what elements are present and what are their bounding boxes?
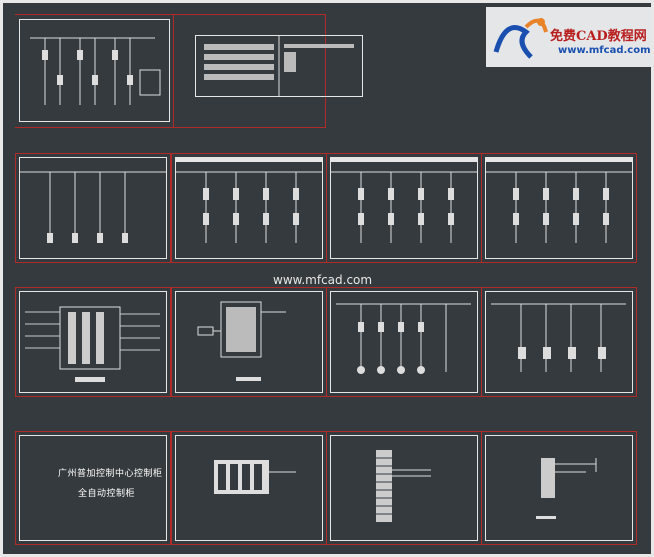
sheet-frame: 广州普加控制中心控制柜 全自动控制柜 xyxy=(19,435,167,541)
sheet-frame xyxy=(485,291,633,393)
sheet-frame xyxy=(485,435,633,541)
site-watermark: 免费CAD教程网 www.mfcad.com xyxy=(486,7,651,67)
brand-logo-icon xyxy=(493,18,548,59)
drawing-sheet-7[interactable] xyxy=(15,287,171,397)
terminal-table xyxy=(204,36,354,96)
drawing-sheet-9[interactable] xyxy=(326,287,482,397)
wiring-diagram xyxy=(197,301,286,381)
center-watermark: www.mfcad.com xyxy=(273,273,373,287)
sheet-title-bar xyxy=(176,158,322,162)
schematic-lines xyxy=(30,37,161,105)
terminal-block-diagram xyxy=(536,458,597,519)
sheet-frame xyxy=(485,157,633,259)
schematic-lines xyxy=(20,171,166,243)
drawing-sheet-5[interactable] xyxy=(326,153,482,263)
drawing-sheet-4[interactable] xyxy=(171,153,327,263)
sheet-frame xyxy=(19,157,167,259)
sheet-frame xyxy=(175,157,323,259)
drawing-sheet-1[interactable] xyxy=(15,14,326,128)
drawing-sheet-12[interactable] xyxy=(171,431,327,545)
drawing-sheet-2[interactable] xyxy=(195,35,363,97)
control-circuit xyxy=(491,303,626,372)
title-line-2: 全自动控制柜 xyxy=(78,489,136,499)
sheet-frame xyxy=(330,157,478,259)
sheet-frame xyxy=(330,291,478,393)
schematic-lines xyxy=(331,171,477,243)
schematic-lines xyxy=(176,171,322,243)
plc-io-diagram xyxy=(25,306,160,382)
drawing-sheet-11[interactable]: 广州普加控制中心控制柜 全自动控制柜 xyxy=(15,431,171,545)
sheet-frame xyxy=(330,435,478,541)
sheet-divider xyxy=(173,15,174,127)
drawing-sheet-6[interactable] xyxy=(481,153,637,263)
sheet-title-bar xyxy=(331,158,477,162)
drawing-sheet-13[interactable] xyxy=(326,431,482,545)
sheet-frame xyxy=(19,19,170,122)
drawing-sheet-10[interactable] xyxy=(481,287,637,397)
plc-module-diagram xyxy=(214,460,296,494)
sheet-frame xyxy=(19,291,167,393)
schematic-lines xyxy=(486,171,632,243)
title-line-1: 广州普加控制中心控制柜 xyxy=(58,469,163,479)
drawing-sheet-8[interactable] xyxy=(171,287,327,397)
control-circuit xyxy=(336,303,471,374)
drawing-sheet-3[interactable] xyxy=(15,153,171,263)
watermark-url: www.mfcad.com xyxy=(558,45,651,56)
drawing-sheet-14[interactable] xyxy=(481,431,637,545)
sheet-title-bar xyxy=(486,158,632,162)
terminal-block-diagram xyxy=(376,450,431,522)
sheet-frame xyxy=(175,435,323,541)
cad-drawing-canvas: 广州普加控制中心控制柜 全自动控制柜 xyxy=(3,3,651,554)
sheet-frame xyxy=(175,291,323,393)
watermark-brand: 免费CAD教程网 xyxy=(550,29,647,44)
